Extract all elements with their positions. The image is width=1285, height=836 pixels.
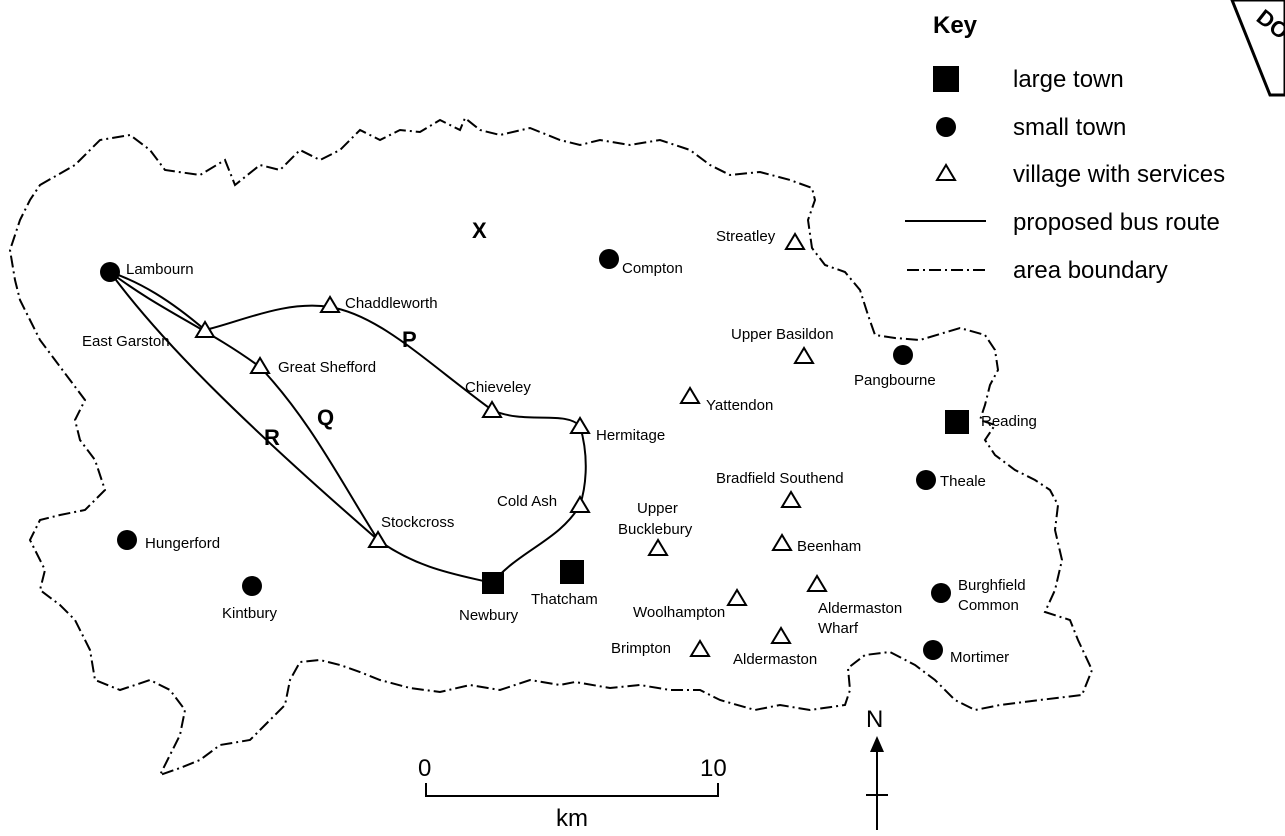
scale-end-label: 10 bbox=[700, 755, 727, 782]
label-yattendon: Yattendon bbox=[706, 397, 773, 414]
map-key: Key large town small town village with s… bbox=[905, 12, 1225, 284]
route-label-p: P bbox=[402, 327, 417, 352]
scale-unit-label: km bbox=[556, 805, 588, 832]
key-boundary-label: area boundary bbox=[1013, 257, 1168, 284]
label-aldermaston-wharf-1: Aldermaston bbox=[818, 600, 902, 617]
label-burghfield-2: Common bbox=[958, 597, 1019, 614]
small-town-markers bbox=[100, 249, 951, 660]
village-marker-chaddleworth bbox=[319, 295, 341, 313]
label-bradfield-southend: Bradfield Southend bbox=[716, 470, 844, 487]
key-title: Key bbox=[933, 12, 978, 39]
label-mortimer: Mortimer bbox=[950, 649, 1009, 666]
label-aldermaston: Aldermaston bbox=[733, 651, 817, 668]
small-town-marker-theale bbox=[916, 470, 936, 490]
route-label-q: Q bbox=[317, 405, 334, 430]
small-town-marker-pangbourne bbox=[893, 345, 913, 365]
key-large-town-symbol bbox=[933, 66, 959, 92]
village-marker-streatley bbox=[784, 232, 806, 250]
label-chieveley: Chieveley bbox=[465, 379, 531, 396]
corner-stamp: DO bbox=[1230, 0, 1285, 97]
label-woolhampton: Woolhampton bbox=[633, 604, 725, 621]
north-label: N bbox=[866, 706, 883, 733]
village-marker-woolhampton bbox=[726, 588, 748, 606]
north-arrow: N bbox=[866, 706, 888, 830]
label-chaddleworth: Chaddleworth bbox=[345, 295, 438, 312]
village-marker-great-shefford bbox=[249, 356, 271, 374]
small-town-marker-hungerford bbox=[117, 530, 137, 550]
village-markers bbox=[194, 232, 828, 657]
label-upper-bucklebury-2: Bucklebury bbox=[618, 521, 693, 538]
key-large-town-label: large town bbox=[1013, 66, 1124, 93]
key-village-label: village with services bbox=[1013, 161, 1225, 188]
label-hungerford: Hungerford bbox=[145, 535, 220, 552]
village-marker-chieveley bbox=[481, 400, 503, 418]
label-beenham: Beenham bbox=[797, 538, 861, 555]
label-great-shefford: Great Shefford bbox=[278, 359, 376, 376]
route-r-line bbox=[109, 271, 493, 584]
label-pangbourne: Pangbourne bbox=[854, 372, 936, 389]
label-cold-ash: Cold Ash bbox=[497, 493, 557, 510]
village-marker-cold-ash bbox=[569, 495, 591, 513]
large-town-marker-reading bbox=[945, 410, 969, 434]
village-marker-east-garston bbox=[194, 320, 216, 338]
label-upper-bucklebury-1: Upper bbox=[637, 500, 678, 517]
large-town-markers bbox=[482, 410, 969, 594]
label-east-garston: East Garston bbox=[82, 333, 170, 350]
area-boundary bbox=[8, 116, 1094, 777]
village-marker-brimpton bbox=[689, 639, 711, 657]
key-small-town-label: small town bbox=[1013, 114, 1126, 141]
label-compton: Compton bbox=[622, 260, 683, 277]
village-marker-aldermaston-wharf bbox=[806, 574, 828, 592]
label-brimpton: Brimpton bbox=[611, 640, 671, 657]
village-marker-stockcross bbox=[367, 530, 389, 548]
large-town-marker-newbury bbox=[482, 572, 504, 594]
label-burghfield-1: Burghfield bbox=[958, 577, 1026, 594]
scale-start-label: 0 bbox=[418, 755, 431, 782]
village-marker-upper-bucklebury bbox=[647, 538, 669, 556]
area-label-x: X bbox=[472, 218, 487, 243]
label-thatcham: Thatcham bbox=[531, 591, 598, 608]
small-town-marker-mortimer bbox=[923, 640, 943, 660]
key-small-town-symbol bbox=[936, 117, 956, 137]
label-streatley: Streatley bbox=[716, 228, 776, 245]
label-theale: Theale bbox=[940, 473, 986, 490]
village-marker-upper-basildon bbox=[793, 346, 815, 364]
place-labels: Lambourn Compton Streatley Chaddleworth … bbox=[82, 228, 1037, 668]
small-town-marker-compton bbox=[599, 249, 619, 269]
route-label-r: R bbox=[264, 425, 280, 450]
label-stockcross: Stockcross bbox=[381, 514, 454, 531]
village-marker-yattendon bbox=[679, 386, 701, 404]
label-reading: Reading bbox=[981, 413, 1037, 430]
label-aldermaston-wharf-2: Wharf bbox=[818, 620, 859, 637]
small-town-marker-lambourn bbox=[100, 262, 120, 282]
label-kintbury: Kintbury bbox=[222, 605, 278, 622]
key-bus-route-label: proposed bus route bbox=[1013, 209, 1220, 236]
label-upper-basildon: Upper Basildon bbox=[731, 326, 834, 343]
large-town-marker-thatcham bbox=[560, 560, 584, 584]
small-town-marker-burghfield bbox=[931, 583, 951, 603]
label-hermitage: Hermitage bbox=[596, 427, 665, 444]
label-newbury: Newbury bbox=[459, 607, 519, 624]
village-marker-bradfield-southend bbox=[780, 490, 802, 508]
key-village-symbol bbox=[935, 163, 957, 181]
village-marker-aldermaston bbox=[770, 626, 792, 644]
village-marker-beenham bbox=[771, 533, 793, 551]
small-town-marker-kintbury bbox=[242, 576, 262, 596]
scale-bar: 0 10 km bbox=[418, 755, 727, 832]
label-lambourn: Lambourn bbox=[126, 261, 194, 278]
village-marker-hermitage bbox=[569, 416, 591, 434]
